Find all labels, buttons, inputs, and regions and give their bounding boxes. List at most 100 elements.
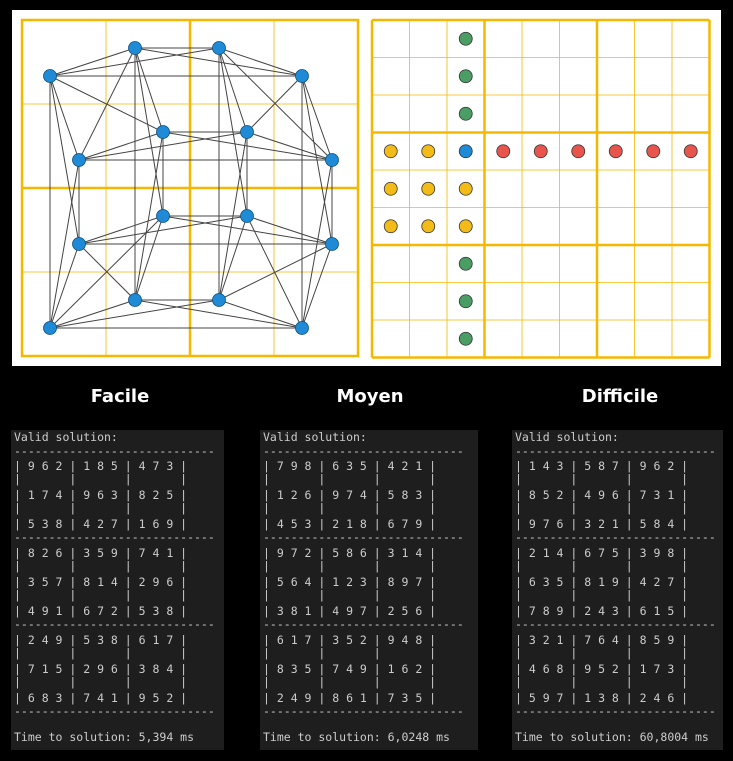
level-title-facile: Facile [90, 386, 150, 407]
grid-spacer: | | | | [515, 588, 689, 602]
column-neighbor-dot [458, 331, 473, 346]
graph-edge [134, 215, 164, 301]
graph-edge [162, 215, 333, 245]
grid-row: | 2 1 4 | 6 7 5 | 3 9 8 | [515, 545, 689, 560]
grid-row: | 9 7 2 | 5 8 6 | 3 1 4 | [263, 545, 437, 560]
grid-row: | 8 3 5 | 7 4 9 | 1 6 2 | [263, 661, 437, 676]
row-neighbor-dot [496, 144, 511, 159]
grid-row: | 8 5 2 | 4 9 6 | 7 3 1 | [515, 487, 689, 502]
row-neighbor-dot [683, 144, 698, 159]
graph-node [156, 209, 170, 223]
grid-row: | 2 4 9 | 8 6 1 | 7 3 5 | [263, 690, 437, 705]
row-neighbor-dot [646, 144, 661, 159]
graph-edge [301, 243, 333, 329]
separator-line: ----------------------------- [14, 617, 215, 631]
box-neighbor-dot [383, 181, 398, 196]
center-cell-dot [458, 144, 473, 159]
grid-spacer: | | | | [263, 675, 437, 689]
console-difficile: Valid solution:-------------------------… [512, 430, 723, 750]
graph-node [156, 125, 170, 139]
grid-spacer: | | | | [14, 472, 188, 486]
graph-edge [218, 215, 248, 301]
console-header: Valid solution: [14, 430, 118, 444]
graph-node [212, 293, 226, 307]
grid-spacer: | | | | [14, 501, 188, 515]
column-neighbor-dot [458, 256, 473, 271]
graph-node [43, 69, 57, 83]
separator-line: ----------------------------- [263, 444, 464, 458]
grid-row: | 3 8 1 | 4 9 7 | 2 5 6 | [263, 603, 437, 618]
grid-row: | 1 7 4 | 9 6 3 | 8 2 5 | [14, 487, 188, 502]
graph-edge [78, 47, 136, 161]
grid-row: | 6 3 5 | 8 1 9 | 4 2 7 | [515, 574, 689, 589]
grid-row: | 5 6 4 | 1 2 3 | 8 9 7 | [263, 574, 437, 589]
grid-spacer: | | | | [263, 559, 437, 573]
box-neighbor-dot [421, 181, 436, 196]
grid-spacer: | | | | [14, 588, 188, 602]
grid-spacer: | | | | [515, 501, 689, 515]
graph-edge [49, 243, 80, 329]
grid-spacer: | | | | [515, 559, 689, 573]
graph-edge [49, 299, 220, 329]
time-to-solution: Time to solution: 60,8004 ms [515, 730, 709, 744]
grid-spacer: | | | | [14, 675, 188, 689]
level-title-difficile: Difficile [581, 386, 659, 407]
grid-spacer: | | | | [263, 646, 437, 660]
graph-edge [134, 47, 164, 217]
grid-row: | 4 5 3 | 2 1 8 | 6 7 9 | [263, 516, 437, 531]
console-facile: Valid solution: -------------------------… [11, 430, 224, 750]
graph-edge [218, 299, 303, 329]
grid-row: | 3 5 7 | 8 1 4 | 2 9 6 | [14, 574, 188, 589]
separator-line: ----------------------------- [263, 704, 464, 718]
graph-edge [301, 75, 333, 161]
graph-edge [49, 215, 164, 329]
separator-line: ----------------------------- [515, 444, 716, 458]
grid-spacer: | | | | [263, 472, 437, 486]
sudoku-constraint-grid [370, 18, 711, 359]
grid-spacer: | | | | [515, 675, 689, 689]
sudoku-constraint-graph [20, 18, 360, 358]
box-neighbor-dot [383, 219, 398, 234]
level-title-moyen: Moyen [336, 386, 404, 407]
graph-edge [134, 131, 164, 301]
column-neighbor-dot [458, 106, 473, 121]
box-neighbor-dot [458, 219, 473, 234]
separator-line: ----------------------------- [14, 530, 215, 544]
grid-row: | 9 6 2 | 1 8 5 | 4 7 3 | [14, 458, 188, 473]
graph-edge [49, 47, 136, 77]
row-neighbor-dot [533, 144, 548, 159]
console-moyen: Valid solution:-------------------------… [260, 430, 478, 750]
grid-spacer: | | | | [263, 588, 437, 602]
graph-node [72, 153, 86, 167]
graph-edge [134, 47, 164, 133]
graph-edge [78, 215, 164, 245]
grid-row: | 1 2 6 | 9 7 4 | 5 8 3 | [263, 487, 437, 502]
graph-edge [134, 299, 303, 329]
console-header: Valid solution: [515, 430, 619, 444]
row-neighbor-dot [571, 144, 586, 159]
grid-row: | 8 2 6 | 3 5 9 | 7 4 1 | [14, 545, 188, 560]
box-neighbor-dot [421, 219, 436, 234]
grid-row: | 3 2 1 | 7 6 4 | 8 5 9 | [515, 632, 689, 647]
graph-edge [78, 215, 248, 245]
grid-row: | 4 9 1 | 6 7 2 | 5 3 8 | [14, 603, 188, 618]
grid-row: | 7 8 9 | 2 4 3 | 6 1 5 | [515, 603, 689, 618]
grid-row: | 5 3 8 | 4 2 7 | 1 6 9 | [14, 516, 188, 531]
graph-node [212, 41, 226, 55]
grid-row: | 6 8 3 | 7 4 1 | 9 5 2 | [14, 690, 188, 705]
graph-edge [246, 215, 333, 245]
graph-node [295, 321, 309, 335]
column-neighbor-dot [458, 31, 473, 46]
separator-line: ----------------------------- [515, 617, 716, 631]
graph-node [72, 237, 86, 251]
time-to-solution: Time to solution: 6,0248 ms [263, 730, 450, 744]
graph-node [295, 69, 309, 83]
graph-node [325, 153, 339, 167]
graph-edge [49, 299, 136, 329]
graph-node [325, 237, 339, 251]
graph-edge [78, 131, 164, 161]
box-neighbor-dot [458, 181, 473, 196]
graph-edge [246, 131, 333, 161]
column-neighbor-dot [458, 294, 473, 309]
graph-edge [49, 75, 80, 161]
